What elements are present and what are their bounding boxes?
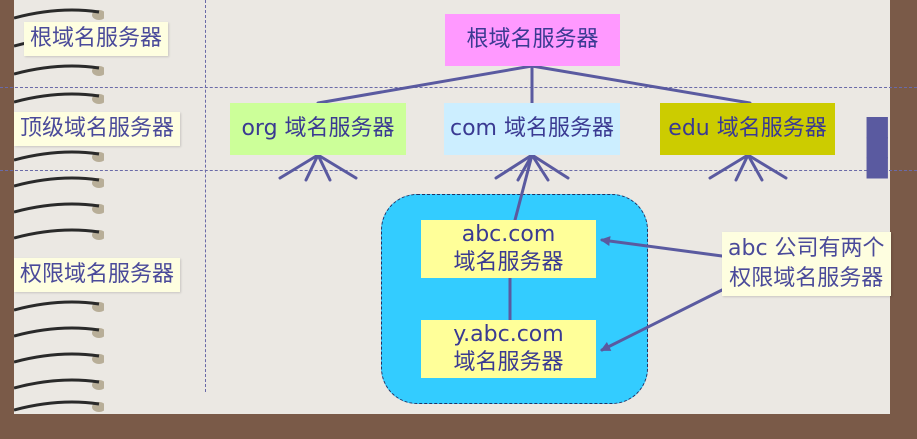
yabc-server-box: y.abc.com 域名服务器 bbox=[421, 320, 596, 378]
abc-server-box: abc.com 域名服务器 bbox=[421, 220, 596, 278]
level-divider-top bbox=[0, 87, 917, 88]
binding-coil bbox=[14, 300, 104, 312]
binding-coil bbox=[14, 326, 104, 338]
level-label-authoritative: 权限域名服务器 bbox=[14, 258, 181, 292]
binding-coil bbox=[14, 150, 104, 162]
binding-coil bbox=[14, 176, 104, 188]
binding-coil bbox=[14, 228, 104, 240]
binding-coil bbox=[14, 64, 104, 76]
edge-root-org bbox=[316, 64, 534, 105]
abc-server-caption: 域名服务器 bbox=[453, 250, 564, 275]
annotation-arrow-yabc bbox=[600, 288, 724, 352]
edge-root-edu bbox=[530, 64, 752, 105]
annotation-line-1: abc 公司有两个 bbox=[728, 236, 885, 261]
binding-coil bbox=[14, 378, 104, 390]
more-servers-ellipsis: ■ ■ ■ bbox=[864, 109, 895, 182]
root-server-box: 根域名服务器 bbox=[445, 14, 620, 66]
binding-coil bbox=[14, 92, 104, 104]
com-children-fan bbox=[494, 153, 570, 222]
yabc-server-domain: y.abc.com bbox=[453, 322, 564, 347]
annotation-arrow-abc bbox=[600, 236, 724, 258]
binding-coil bbox=[14, 8, 104, 20]
binding-coil bbox=[14, 202, 104, 214]
com-server-box: com 域名服务器 bbox=[444, 103, 620, 155]
annotation-line-2: 权限域名服务器 bbox=[729, 266, 884, 291]
label-column-divider bbox=[205, 0, 206, 392]
level-label-root: 根域名服务器 bbox=[24, 22, 169, 56]
binding-coil bbox=[14, 400, 104, 412]
edu-server-box: edu 域名服务器 bbox=[660, 103, 835, 155]
org-server-box: org 域名服务器 bbox=[230, 103, 406, 155]
annotation-callout: abc 公司有两个 权限域名服务器 bbox=[722, 232, 891, 296]
binding-coil bbox=[14, 352, 104, 364]
level-divider-bottom bbox=[0, 170, 917, 171]
level-label-tld: 顶级域名服务器 bbox=[14, 112, 181, 146]
abc-server-domain: abc.com bbox=[461, 222, 556, 247]
org-children-fan bbox=[278, 153, 358, 182]
edu-children-fan bbox=[708, 153, 788, 182]
yabc-server-caption: 域名服务器 bbox=[453, 350, 564, 375]
